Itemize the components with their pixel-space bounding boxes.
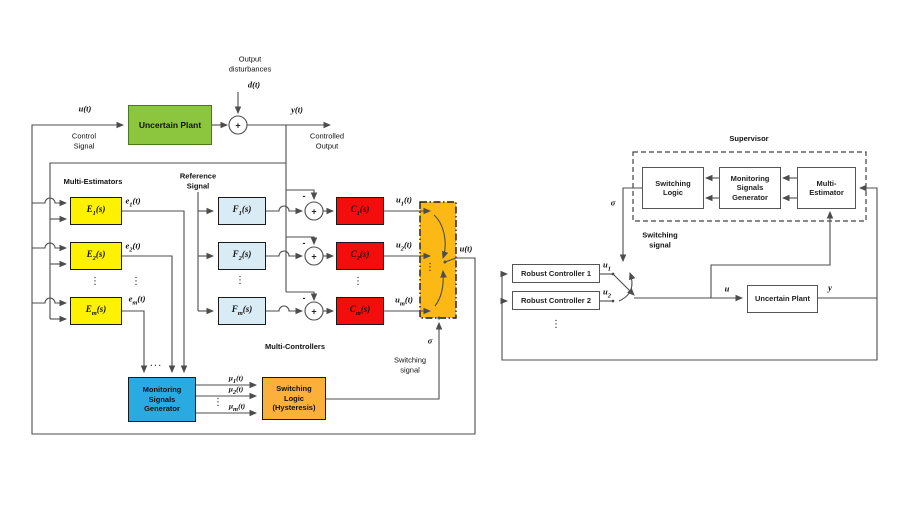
u-label-right: u (724, 283, 730, 294)
switching-signal-label-left: Switching signal (393, 355, 427, 374)
e2-signal-label: e2(t) (125, 240, 141, 254)
u1-signal-label: u1(t) (395, 194, 413, 208)
uncertain-plant-box-right: Uncertain Plant (747, 285, 818, 313)
switch-vdots: ⋮ (425, 262, 435, 273)
controller-1-box: C1(s) (336, 197, 384, 225)
e1-signal-label: e1(t) (125, 195, 141, 209)
minus-sign: - (303, 238, 306, 248)
multi-estimator-box: Multi- Estimator (797, 167, 856, 209)
u-control-label: u(t) (78, 103, 92, 114)
u2-signal-label: u2(t) (395, 239, 413, 253)
plus-sign: + (311, 207, 316, 217)
estimator-vdots: ⋮ (90, 276, 100, 287)
rc-vdots: ⋮ (551, 319, 561, 330)
supervisor-label: Supervisor (729, 134, 769, 144)
summing-junctions (228, 115, 615, 321)
u-out-label: u(t) (459, 243, 473, 254)
reference-signal-label: Reference Signal (179, 171, 217, 190)
control-signal-label: Control Signal (71, 131, 97, 150)
estimator-2-box: E2(s) (70, 242, 122, 270)
filter-vdots: ⋮ (235, 275, 245, 286)
sigma-label-left: σ (427, 335, 433, 346)
mum-signal-label: μm(t) (228, 401, 246, 413)
multi-estimators-label: Multi-Estimators (63, 177, 123, 187)
controller-m-box: Cm(s) (336, 297, 384, 325)
controller-2-box: C2(s) (336, 242, 384, 270)
y-label-right: y (828, 282, 832, 293)
sigma-label-right: σ (610, 197, 616, 208)
output-disturbances-label: Output disturbances (228, 54, 272, 73)
plus-sign: + (235, 121, 240, 131)
controlled-output-label: Controlled Output (309, 131, 345, 150)
switching-logic-box-left: Switching Logic (Hysteresis) (262, 377, 326, 420)
controller-vdots: ⋮ (353, 276, 363, 287)
minus-sign: - (303, 191, 306, 201)
monitoring-signals-generator-box-left: Monitoring Signals Generator (128, 377, 196, 422)
y-output-label: y(t) (291, 104, 303, 115)
plus-sign: + (311, 307, 316, 317)
filter-m-box: Fm(s) (218, 297, 266, 325)
filter-2-box: F2(s) (218, 242, 266, 270)
filter-1-box: F1(s) (218, 197, 266, 225)
u2-label-right: u2 (603, 286, 611, 300)
switching-signal-label-right: Switching signal (642, 230, 678, 249)
uncertain-plant-box-left: Uncertain Plant (128, 105, 212, 145)
mu2-signal-label: μ2(t) (228, 384, 244, 396)
d-signal-label: d(t) (247, 79, 261, 90)
minus-sign: - (303, 293, 306, 303)
um-signal-label: um(t) (395, 294, 413, 308)
msg-input-hdots: ... (149, 358, 163, 369)
estimator-1-box: E1(s) (70, 197, 122, 225)
estimator-m-box: Em(s) (70, 297, 122, 325)
u1-label-right: u1 (603, 259, 611, 273)
plus-sign: + (311, 252, 316, 262)
monitoring-signals-generator-box-right: Monitoring Signals Generator (719, 167, 781, 209)
switching-logic-box-right: Switching Logic (642, 167, 704, 209)
mu1-signal-label: μ1(t) (228, 373, 244, 385)
e-signal-vdots: ⋮ (131, 276, 141, 287)
robust-controller-1-box: Robust Controller 1 (512, 264, 600, 283)
em-signal-label: em(t) (128, 293, 146, 307)
mu-vdots: ⋮ (213, 397, 223, 408)
multi-controllers-label: Multi-Controllers (265, 342, 325, 352)
wires (31, 92, 878, 435)
robust-controller-2-box: Robust Controller 2 (512, 291, 600, 310)
sum-signs: + + + + - - - (235, 121, 316, 317)
